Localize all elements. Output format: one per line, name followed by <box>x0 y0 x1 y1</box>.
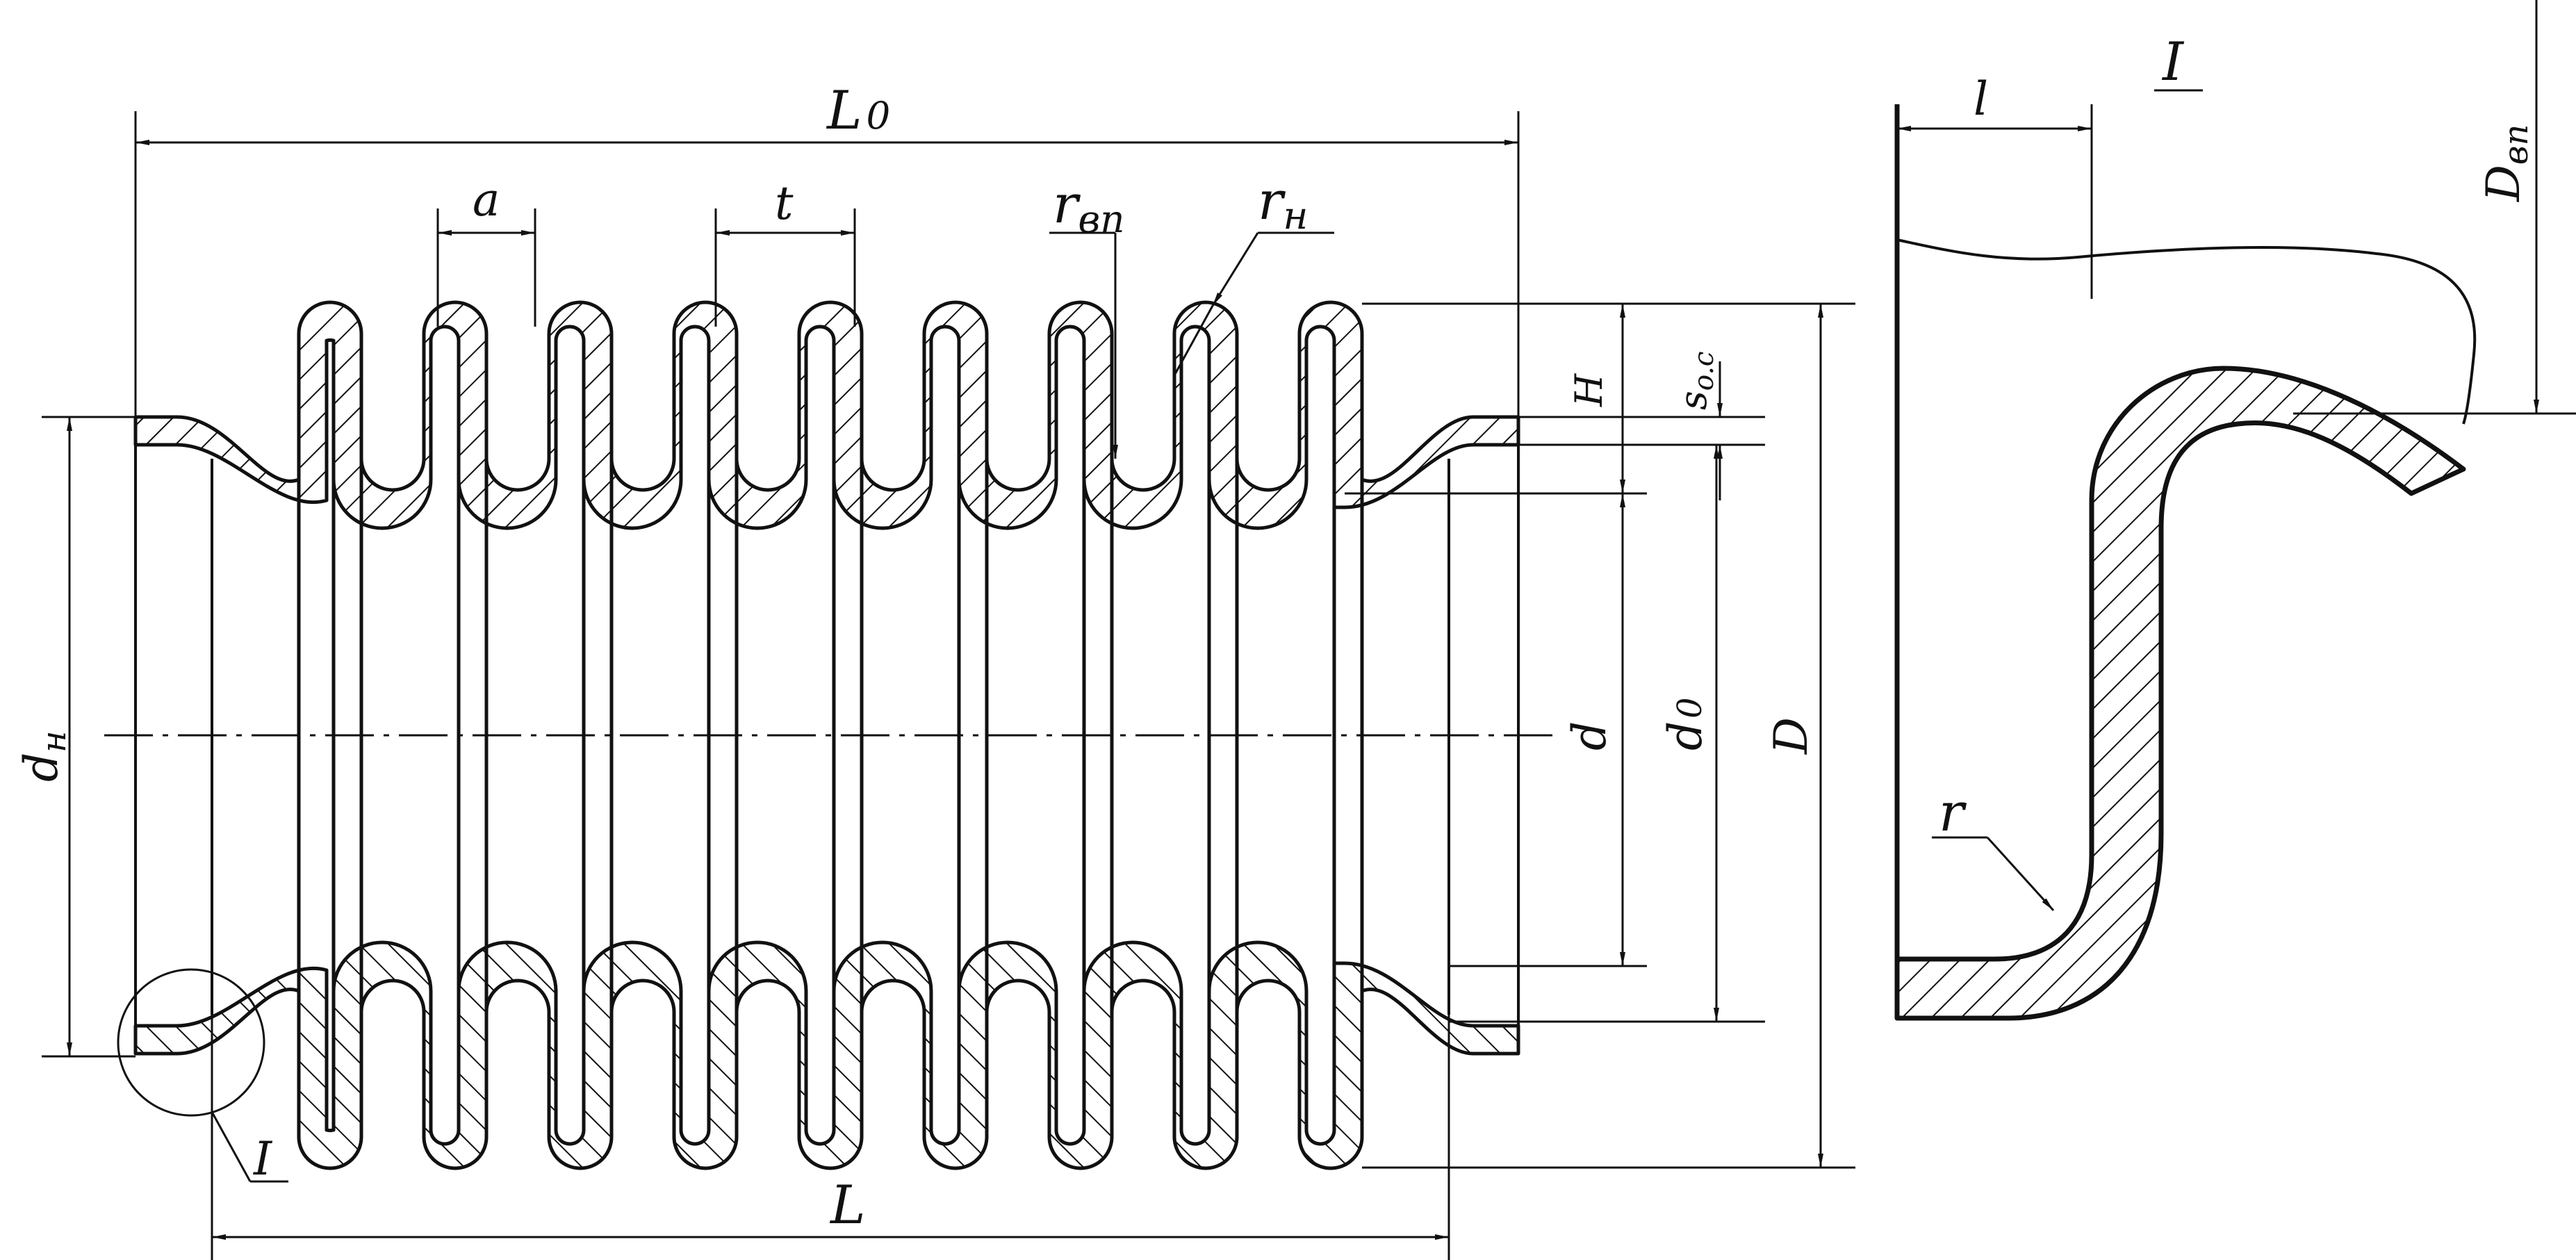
convolution-lines <box>297 341 1364 1130</box>
detail-view-I <box>1894 0 2576 1021</box>
label-H: H <box>1567 373 1611 407</box>
label-d: d <box>1563 721 1616 751</box>
label-L: L <box>829 1174 865 1236</box>
label-l: l <box>1974 72 1988 126</box>
lower-wall-profile <box>133 940 1520 1170</box>
dimension-lines <box>42 111 1855 1260</box>
label-D-vp: Dвп <box>2477 124 2536 202</box>
tube-ends <box>134 417 1520 1053</box>
label-D: D <box>1764 717 1818 755</box>
label-d-n: dн <box>15 730 74 782</box>
label-r-vp: rвп <box>1053 173 1124 241</box>
detail-circle-I <box>117 968 265 1117</box>
label-s-oc: so.c <box>1671 351 1720 410</box>
label-r: r <box>1939 781 1967 843</box>
label-r-n: rн <box>1258 170 1308 238</box>
label-I-detail: I <box>2161 31 2185 92</box>
detail-wall-profile <box>1894 366 2466 1021</box>
bellows-main-view <box>104 300 1557 1183</box>
label-d0: d0 <box>1659 698 1712 751</box>
label-t: t <box>775 177 794 230</box>
upper-wall-profile <box>133 300 1520 530</box>
label-a: a <box>473 173 500 227</box>
label-I-callout: I <box>253 1132 273 1186</box>
